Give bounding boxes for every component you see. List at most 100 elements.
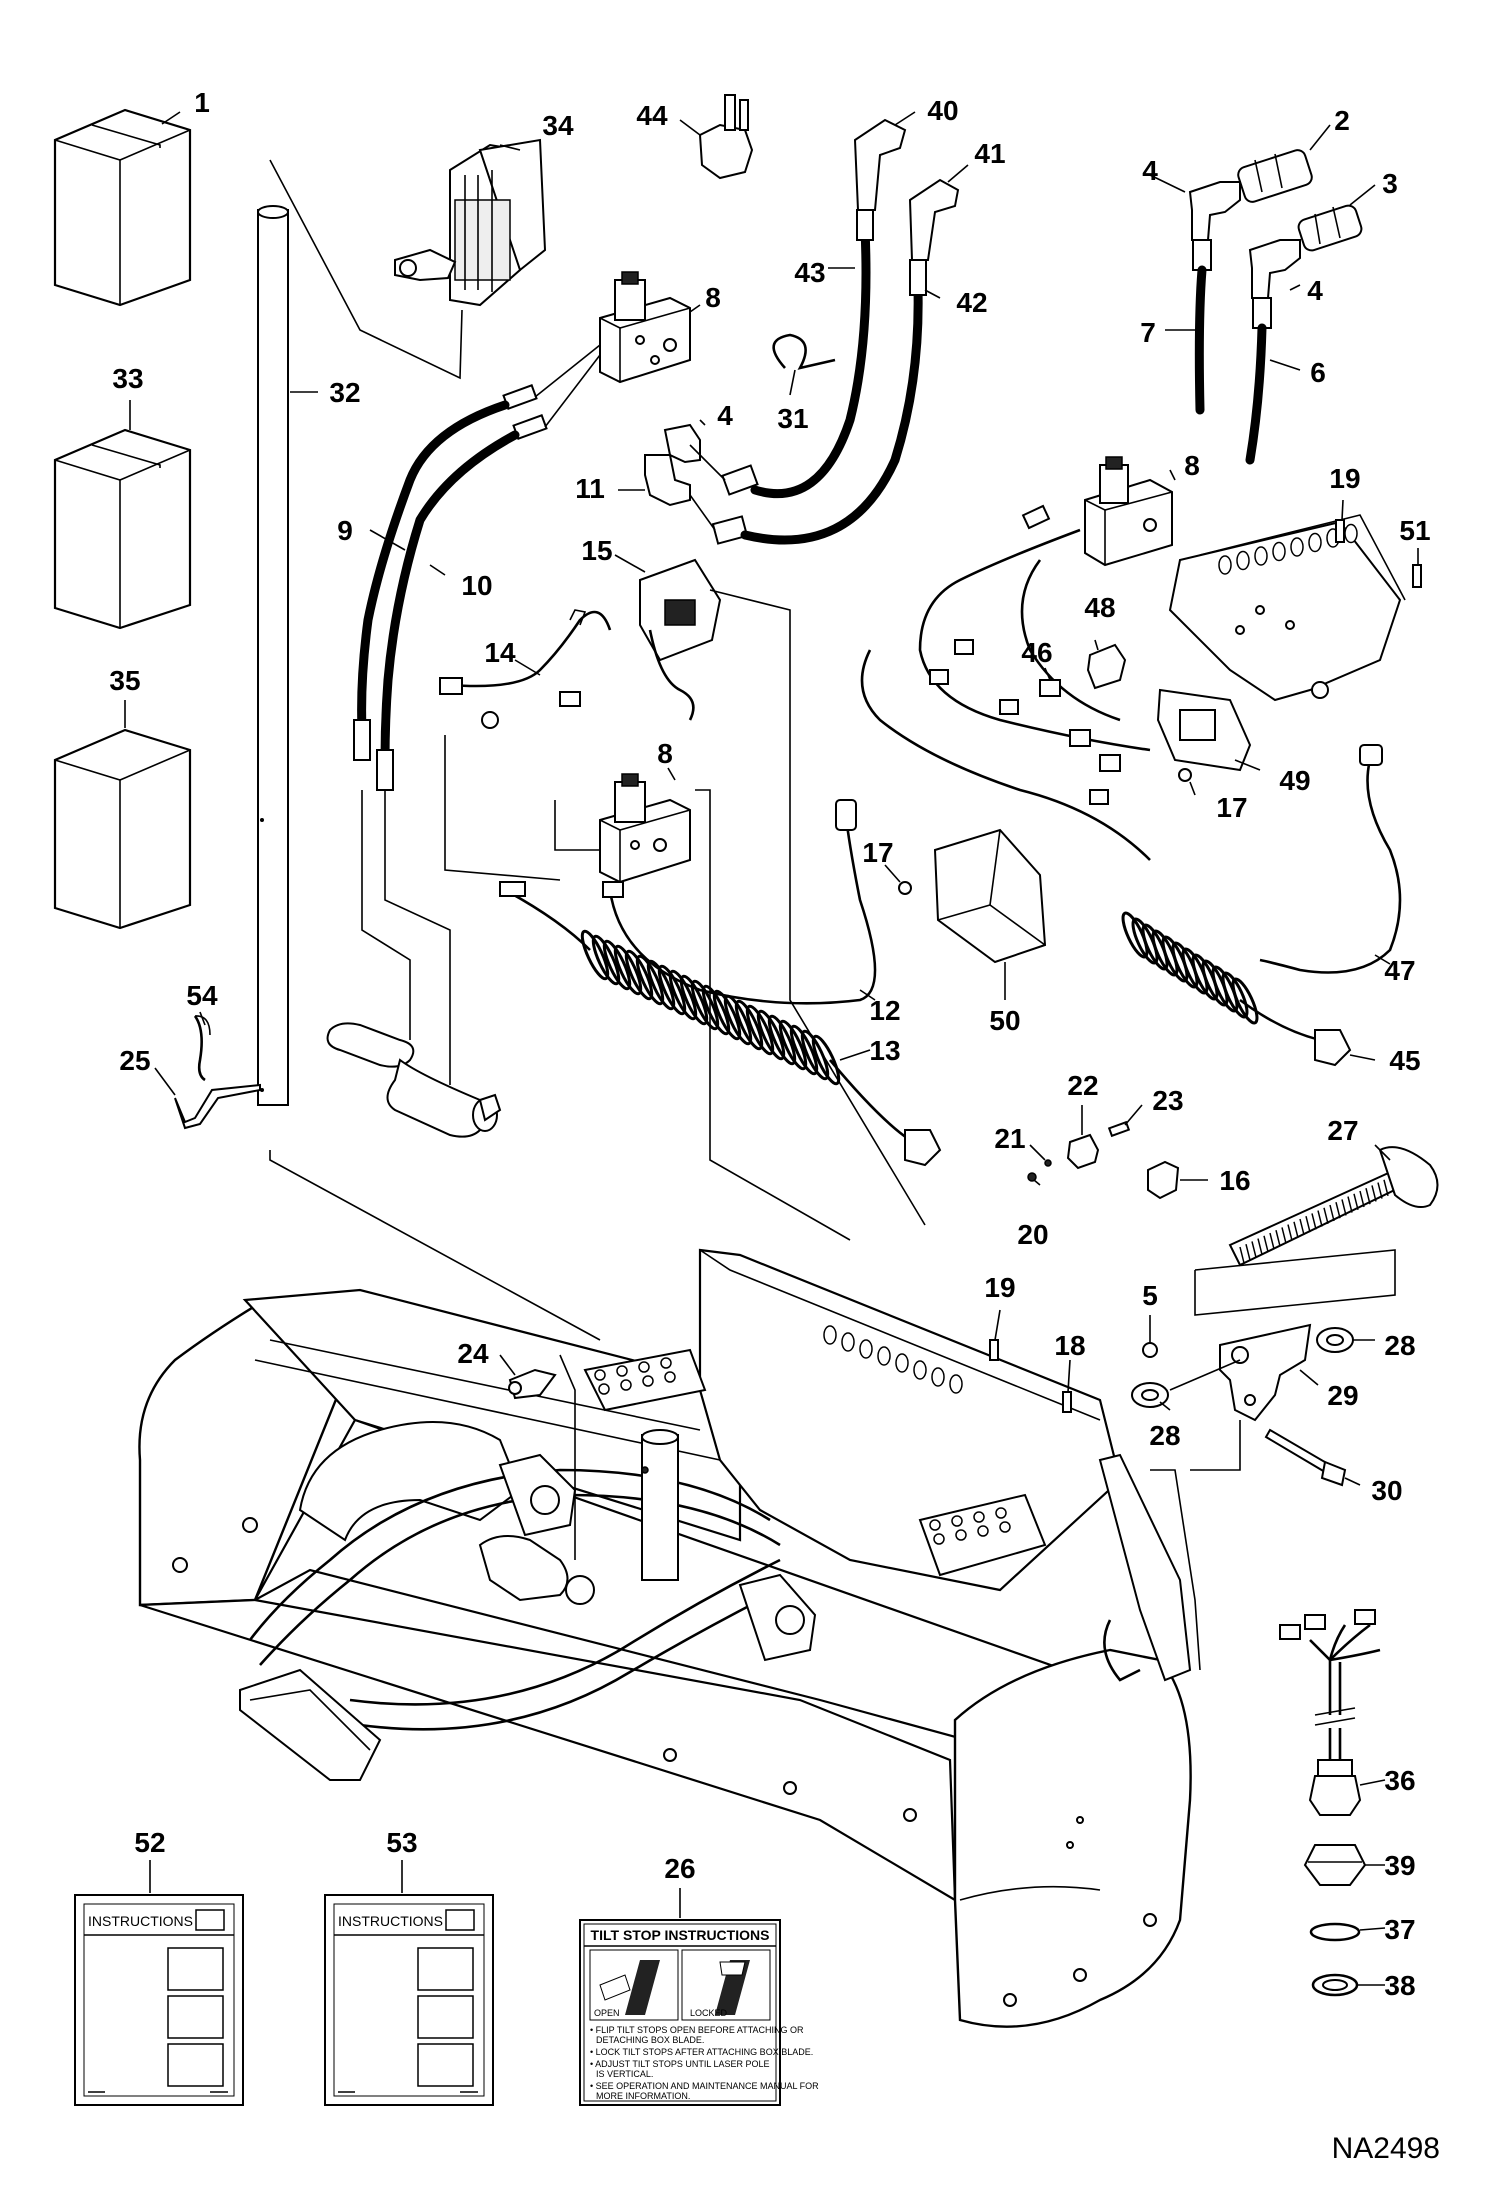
bolt-51 — [1412, 564, 1422, 588]
coil-loop — [679, 974, 709, 1026]
bracket-hole — [1218, 555, 1232, 575]
callout-48: 48 — [1084, 592, 1115, 623]
callout-44: 44 — [636, 100, 668, 131]
thread-line — [1347, 1196, 1353, 1213]
thread-line — [1311, 1213, 1317, 1230]
tilt-stop-29 — [1169, 1323, 1312, 1422]
callout-19-b: 19 — [984, 1272, 1015, 1303]
thread-line — [1365, 1188, 1371, 1205]
coil-loop — [690, 979, 720, 1031]
pad-hole — [620, 1379, 632, 1391]
detent-ball-20 — [1027, 1172, 1037, 1182]
coil-loop — [800, 1029, 830, 1081]
callout-38: 38 — [1384, 1970, 1415, 2001]
thread-line — [1239, 1246, 1245, 1264]
callout-24: 24 — [457, 1338, 489, 1369]
elbow-fitting-40 — [853, 118, 907, 211]
coil-loop — [745, 1004, 775, 1056]
wire-harness-46 — [860, 504, 1151, 861]
pad-hole — [999, 1521, 1011, 1533]
thread-line — [1359, 1190, 1365, 1208]
box-blade-frame — [138, 1248, 1201, 2028]
decal-line4b: MORE INFORMATION. — [596, 2091, 690, 2101]
coil-loop — [624, 949, 654, 1001]
thread-line — [1257, 1238, 1263, 1255]
bracket-holes — [1218, 523, 1358, 575]
pin-25 — [174, 1083, 261, 1130]
coil-loop — [1231, 977, 1259, 1025]
hose-43 — [721, 209, 874, 499]
hose-42 — [711, 259, 927, 545]
pad-hole — [598, 1383, 610, 1395]
callout-41: 41 — [974, 138, 1005, 169]
frame-hole — [841, 1332, 855, 1352]
coil-loop — [756, 1009, 786, 1061]
frame-hole — [877, 1346, 891, 1366]
coil-loop — [635, 954, 665, 1006]
callout-12: 12 — [869, 995, 900, 1026]
cover-50 — [933, 828, 1047, 964]
pad-hole — [951, 1515, 963, 1527]
callout-29: 29 — [1327, 1380, 1358, 1411]
drawing-code: NA2498 — [1332, 2132, 1440, 2165]
callout-28-a: 28 — [1384, 1330, 1415, 1361]
pad-hole — [616, 1365, 628, 1377]
pad-holes — [594, 1357, 1011, 1545]
hose-9 — [353, 384, 538, 761]
coil-loop — [767, 1014, 797, 1066]
valve-mount-bracket — [1168, 514, 1406, 702]
washer-37 — [1309, 1922, 1361, 1942]
decal-line4: • SEE OPERATION AND MAINTENANCE MANUAL F… — [590, 2081, 819, 2091]
nut-28-left — [1131, 1382, 1169, 1408]
callout-51: 51 — [1399, 515, 1430, 546]
thread-line — [1275, 1230, 1281, 1247]
pad-hole — [955, 1529, 967, 1541]
bolt-19-frame — [989, 1339, 999, 1361]
callout-20: 20 — [1017, 1219, 1048, 1250]
bracket-hole — [1308, 532, 1322, 553]
frame-hole — [913, 1360, 927, 1380]
callout-15: 15 — [581, 535, 612, 566]
thread-line — [1341, 1199, 1347, 1216]
coil-loop — [712, 989, 742, 1041]
pad-hole — [660, 1357, 672, 1369]
callout-18: 18 — [1054, 1330, 1085, 1361]
pad-hole — [933, 1533, 945, 1545]
bolt-18 — [1062, 1391, 1072, 1413]
coil-loop — [591, 934, 621, 986]
elbow-fitting-4-top — [1188, 181, 1241, 241]
callout-17-b: 17 — [1216, 792, 1247, 823]
thread-line — [1293, 1221, 1299, 1238]
decal-line1b: DETACHING BOX BLADE. — [596, 2035, 704, 2045]
callout-49: 49 — [1279, 765, 1310, 796]
pad-hole — [642, 1375, 654, 1387]
manual-53-title: INSTRUCTIONS — [338, 1913, 443, 1929]
switch-bracket-49 — [1156, 688, 1252, 772]
bracket-hole — [1272, 541, 1286, 562]
decal-line3b: IS VERTICAL. — [596, 2069, 653, 2079]
thread-line — [1323, 1207, 1329, 1224]
callout-4-b: 4 — [1307, 275, 1323, 306]
coil-loop — [734, 999, 764, 1051]
hose-7 — [1192, 239, 1212, 415]
callout-13: 13 — [869, 1035, 900, 1066]
elbow-fitting-41 — [908, 178, 960, 261]
thread-line — [1317, 1210, 1323, 1227]
callout-34: 34 — [542, 110, 574, 141]
fitting-16 — [1147, 1160, 1180, 1200]
pad-hole — [973, 1511, 985, 1523]
callout-22: 22 — [1067, 1070, 1098, 1101]
callout-40: 40 — [927, 95, 958, 126]
callout-37: 37 — [1384, 1914, 1415, 1945]
callout-39: 39 — [1384, 1850, 1415, 1881]
shipping-box-35 — [53, 728, 192, 930]
laser-pole-32 — [257, 205, 289, 1106]
callout-4-c: 4 — [717, 400, 733, 431]
coil-loop — [602, 939, 632, 991]
callout-47: 47 — [1384, 955, 1415, 986]
decal-locked-label: LOCKED — [690, 2008, 728, 2018]
shipping-box-33 — [53, 428, 192, 630]
set-screw-23 — [1107, 1120, 1131, 1138]
handle-24 — [508, 1368, 557, 1400]
